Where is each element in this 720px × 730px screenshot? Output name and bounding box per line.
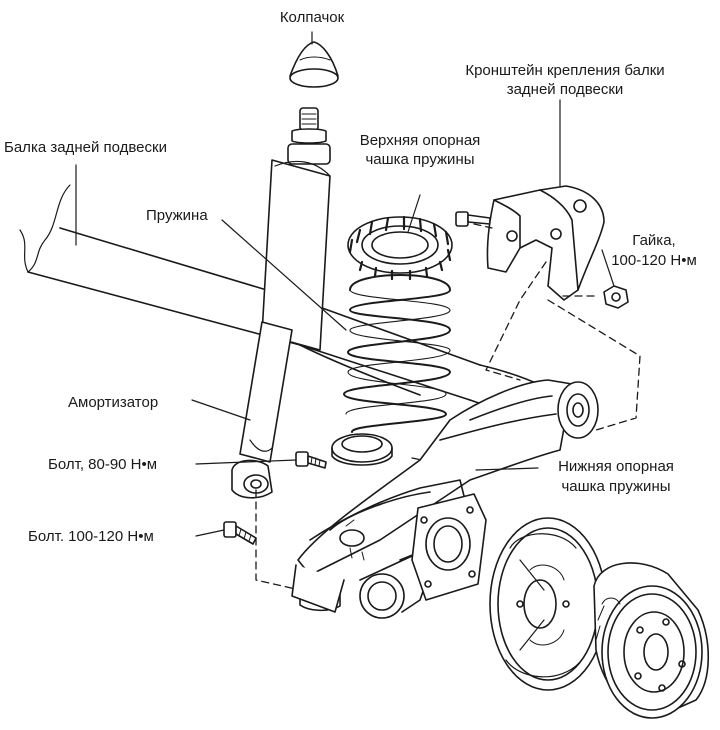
label-bracket-line2: задней подвески bbox=[506, 81, 624, 98]
upper-spring-seat-part bbox=[347, 215, 453, 281]
label-rear-beam: Балка задней подвески bbox=[4, 139, 167, 156]
bolt-upper-part bbox=[295, 451, 327, 469]
label-lower-seat-line2: чашка пружины bbox=[561, 478, 671, 495]
cap-part bbox=[289, 41, 339, 88]
label-upper-seat-line1: Верхняя опорная bbox=[359, 132, 481, 149]
bolt-lower-part bbox=[223, 521, 257, 545]
leader-lines bbox=[75, 31, 615, 537]
shock-absorber-part bbox=[231, 107, 331, 499]
bracket-bolt-part bbox=[455, 211, 491, 227]
label-bolt-upper: Болт, 80-90 Н•м bbox=[48, 456, 158, 473]
brake-drum-part bbox=[593, 562, 710, 719]
label-shock-absorber: Амортизатор bbox=[68, 394, 159, 411]
label-nut-line2: 100-120 Н•м bbox=[611, 252, 697, 269]
label-spring: Пружина bbox=[146, 207, 208, 224]
label-bolt-lower: Болт. 100-120 Н•м bbox=[28, 528, 154, 545]
label-nut-line1: Гайка, bbox=[632, 232, 676, 249]
label-bracket-line1: Кронштейн крепления балки bbox=[465, 62, 665, 79]
label-lower-seat-line1: Нижняя опорная bbox=[558, 458, 674, 475]
label-cap: Колпачок bbox=[279, 9, 345, 26]
bracket-part bbox=[486, 185, 605, 301]
label-upper-seat-line2: чашка пружины bbox=[365, 151, 475, 168]
assembly-dashed-lines bbox=[255, 223, 641, 591]
coil-spring-part bbox=[342, 274, 451, 433]
brake-backing-plate-part bbox=[489, 517, 607, 691]
nut-part bbox=[603, 285, 629, 309]
trailing-arm-part bbox=[291, 379, 599, 619]
lower-spring-seat-part bbox=[331, 433, 393, 466]
